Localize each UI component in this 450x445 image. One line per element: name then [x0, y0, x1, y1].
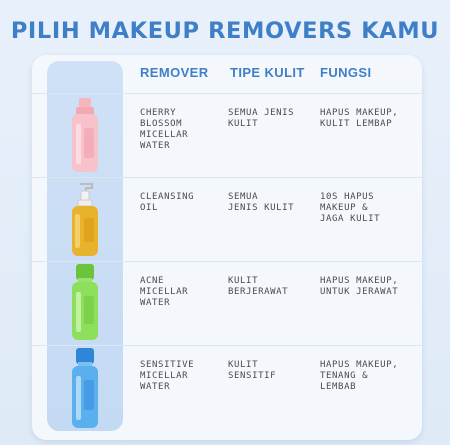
- table-row: CLEANSING OIL SEMUA JENIS KULIT 10S HAPU…: [32, 177, 422, 261]
- function: HAPUS MAKEUP, TENANG & LEMBAB: [320, 360, 399, 392]
- skin-type: SEMUA JENIS KULIT: [228, 108, 295, 129]
- skin-type: KULIT SENSITIF: [228, 360, 277, 381]
- remover-name: CLEANSING OIL: [140, 192, 195, 213]
- skin-type: SEMUA JENIS KULIT: [228, 192, 295, 213]
- remover-name: SENSITIVE MICELLAR WATER: [140, 360, 195, 392]
- header-tipe-kulit: TIPE KULIT: [230, 65, 305, 80]
- table-row: ACNE MICELLAR WATER KULIT BERJERAWAT HAP…: [32, 261, 422, 345]
- function: HAPUS MAKEUP, UNTUK JERAWAT: [320, 276, 399, 297]
- green-bottle-icon: [72, 264, 98, 340]
- function: HAPUS MAKEUP, KULIT LEMBAP: [320, 108, 399, 129]
- remover-name: ACNE MICELLAR WATER: [140, 276, 189, 308]
- page-title: PILIH MAKEUP REMOVERS KAMU: [10, 18, 440, 44]
- table-header: REMOVER TIPE KULIT FUNGSI: [32, 55, 422, 93]
- pink-pump-bottle-icon: [72, 98, 98, 172]
- table-row: SENSITIVE MICELLAR WATER KULIT SENSITIF …: [32, 345, 422, 440]
- skin-type: KULIT BERJERAWAT: [228, 276, 289, 297]
- oil-pump-bottle-icon: [72, 183, 98, 256]
- blue-bottle-icon: [72, 348, 98, 428]
- function: 10S HAPUS MAKEUP & JAGA KULIT: [320, 192, 381, 224]
- comparison-table: REMOVER TIPE KULIT FUNGSI CHERRY BLOSSOM…: [32, 55, 422, 440]
- header-remover: REMOVER: [140, 65, 209, 80]
- header-fungsi: FUNGSI: [320, 65, 372, 80]
- table-row: CHERRY BLOSSOM MICELLAR WATER SEMUA JENI…: [32, 93, 422, 177]
- remover-name: CHERRY BLOSSOM MICELLAR WATER: [140, 108, 189, 151]
